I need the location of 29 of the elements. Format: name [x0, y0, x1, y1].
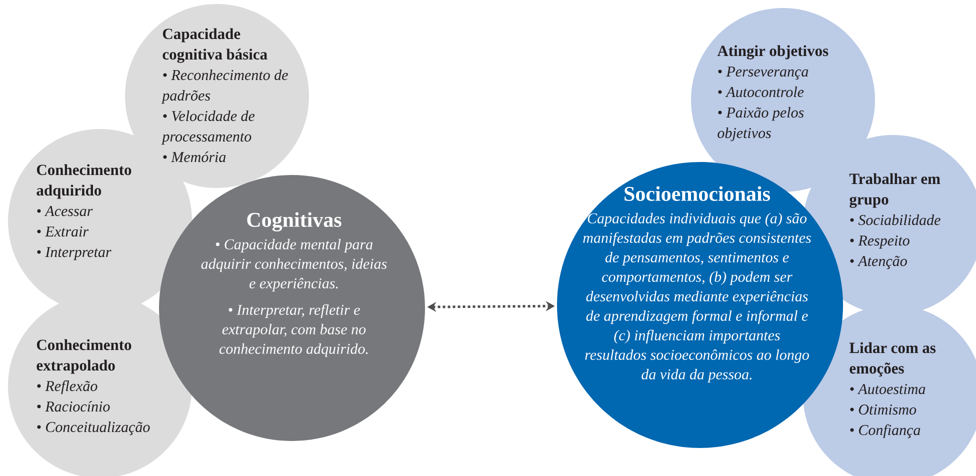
bullet-item: • Acessar	[37, 206, 93, 216]
bullet-item: • Reconhecimento de padrões	[161, 70, 288, 104]
circle-heading: Conhecimento extrapolado	[36, 339, 132, 374]
bullet-item: • Confiança	[850, 424, 920, 438]
circle-heading: Lidar com as emoções	[849, 342, 936, 377]
description-text: • Interpretar, refletir e extrapolar, com base no conhecimento adquirido.	[219, 304, 368, 357]
description-text: • Capacidade mental para adquirir conhecimentos, ideias e experiências.	[201, 238, 387, 292]
circle-title: Socioemocionais	[624, 186, 770, 201]
bullet-item: • Autoestima	[850, 384, 926, 394]
bullet-item: • Atenção	[850, 256, 907, 270]
bullet-item: • Interpretar	[37, 247, 112, 260]
circle-heading: Capacidade cognitiva básica	[162, 28, 268, 63]
circle-heading: Atingir objetivos	[717, 45, 828, 60]
description-text: Capacidades individuais que (a) são manifestadas em padrões consistentes de pensamentos, sentimentos e comportamentos, (b) podem ser desenvolvidas mediante experiências de aprendizagem formal e informal e (c) influenciam importantes resultados socioeconômicos ao longo da vida da pessoa.	[583, 212, 811, 382]
bullet-item: • Conceitualização	[37, 422, 150, 436]
bullet-item: • Paixão pelos objetivos	[718, 107, 804, 142]
circle-title: Cognitivas	[247, 212, 342, 232]
bullet-item: • Reflexão	[37, 380, 98, 394]
circle-heading: Trabalhar em grupo	[849, 173, 940, 208]
bullet-item: • Otimismo	[850, 404, 916, 415]
circle-heading: Conhecimento adquirido	[36, 164, 132, 199]
bullet-item: • Raciocínio	[37, 401, 110, 412]
bullet-item: • Autocontrole	[718, 86, 804, 98]
bullet-item: • Memória	[163, 152, 226, 162]
bullet-item: • Respeito	[850, 236, 910, 249]
bullet-item: • Velocidade de processamento	[161, 110, 255, 145]
bullet-item: • Perseverança	[718, 66, 808, 80]
bullet-item: • Extrair	[37, 226, 89, 237]
bullet-item: • Sociabilidade	[850, 214, 940, 226]
